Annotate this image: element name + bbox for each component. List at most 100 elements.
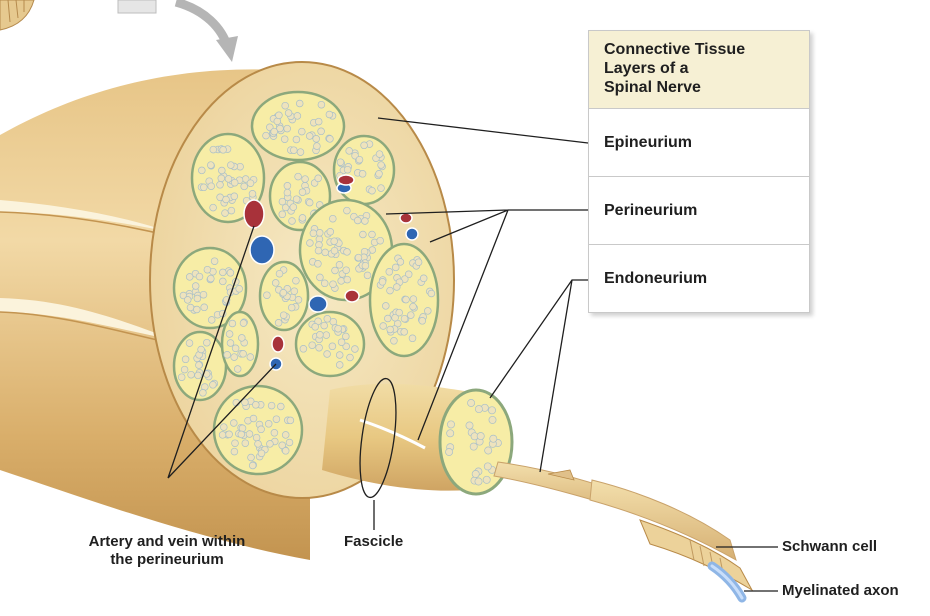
axon-dot: [181, 355, 190, 364]
axon-dot: [248, 190, 257, 198]
axon-dot: [336, 158, 345, 166]
axon-dot: [298, 214, 307, 222]
axon-dot: [320, 279, 329, 288]
axon-dot: [271, 279, 280, 287]
axon-dot: [292, 195, 301, 203]
axon-dot: [235, 285, 243, 293]
blood-vessel: [405, 227, 419, 241]
axon-dot: [272, 415, 281, 423]
axon-dot: [227, 206, 236, 215]
legend-row-endoneurium: Endoneurium: [589, 245, 809, 313]
axon-dot: [278, 210, 287, 219]
axon-dot: [343, 248, 351, 256]
blood-vessel: [243, 199, 265, 229]
fascicle-label: Fascicle: [344, 533, 404, 550]
axon-dot: [482, 475, 491, 484]
legend-title-line: Connective Tissue: [604, 41, 746, 58]
fascicle-marker-ring: [359, 377, 397, 499]
axon-dot: [191, 282, 200, 290]
axon-dot: [283, 182, 292, 190]
axon-dot: [281, 431, 290, 439]
axon-dot: [355, 155, 364, 164]
axon-dot: [335, 361, 344, 369]
axon-dot: [317, 127, 325, 136]
axon-dot: [230, 419, 238, 427]
axon-dot: [312, 135, 320, 143]
axon-dot: [317, 100, 326, 109]
axon-dot: [238, 334, 246, 342]
axon-dot: [219, 277, 227, 286]
axon-dot: [193, 305, 201, 314]
axon-dot: [195, 361, 203, 369]
axon-dot: [330, 246, 339, 255]
axon-dot: [281, 101, 289, 110]
axon-dot: [195, 272, 204, 281]
axon-dot: [446, 429, 455, 438]
axon-dot: [337, 338, 346, 346]
axon-dot: [209, 145, 218, 154]
legend-title: Connective Tissue Layers of a Spinal Ner…: [589, 31, 809, 109]
axon-dot: [270, 429, 279, 437]
axon-dot: [239, 319, 248, 327]
axon-dot: [404, 270, 413, 279]
axon-dot: [298, 127, 306, 136]
axon-dot: [386, 286, 394, 295]
axon-dot: [245, 430, 254, 438]
axon-dot: [313, 142, 321, 150]
axon-dot: [368, 186, 376, 195]
axon-dot: [316, 273, 324, 282]
axon-dot: [329, 280, 337, 288]
legend-title-line: Layers of a: [604, 60, 689, 77]
axon-dot: [198, 166, 206, 175]
axon-dot: [359, 230, 367, 239]
fascicle-group: [172, 90, 440, 476]
axon-dot: [230, 192, 239, 201]
axon-dot: [240, 182, 248, 191]
axon-dot: [368, 230, 376, 239]
axon-dot: [246, 179, 255, 187]
axon-dot: [483, 462, 492, 471]
artery-vein-label: Artery and vein within the perineurium: [62, 533, 272, 569]
axon-dot: [377, 184, 385, 192]
axon-dot: [263, 291, 271, 299]
axon-dot: [323, 350, 331, 358]
axon-dot: [343, 206, 351, 215]
legend-row-perineurium: Perineurium: [589, 177, 809, 245]
axon-dot: [390, 337, 398, 345]
axon-dot: [323, 315, 332, 323]
axon-dot: [267, 401, 276, 410]
axon-dot: [279, 289, 288, 297]
axon-dot: [218, 166, 226, 175]
axon-dot: [424, 307, 432, 315]
axon-dot: [343, 275, 352, 284]
axon-dot: [400, 328, 408, 336]
legend-row-epineurium: Epineurium: [589, 109, 809, 177]
axon-dot: [378, 278, 387, 286]
axon-dot: [230, 447, 239, 456]
axon-dot: [418, 317, 427, 325]
axon-dot: [474, 405, 483, 414]
axon-dot: [252, 401, 260, 409]
axon-dot: [226, 269, 235, 277]
axon-dot: [292, 135, 301, 144]
axon-dot: [375, 150, 384, 158]
axon-dot: [351, 345, 359, 353]
axon-dot: [239, 350, 247, 358]
axon-dot: [474, 477, 483, 486]
axon-dot: [335, 261, 344, 269]
axon-dot: [315, 229, 324, 237]
axon-dot: [279, 311, 288, 319]
axon-dot: [393, 283, 401, 291]
axon-dot: [246, 353, 255, 361]
axon-dot: [353, 216, 362, 225]
axon-dot: [377, 161, 385, 169]
axon-dot: [361, 217, 369, 225]
axon-dot: [409, 295, 418, 303]
axon-dot: [384, 314, 392, 323]
axon-dot: [309, 229, 318, 238]
axon-dot: [382, 302, 390, 310]
axon-dot: [224, 175, 233, 183]
axon-dot: [305, 198, 314, 207]
epineurium-leader: [377, 117, 589, 144]
